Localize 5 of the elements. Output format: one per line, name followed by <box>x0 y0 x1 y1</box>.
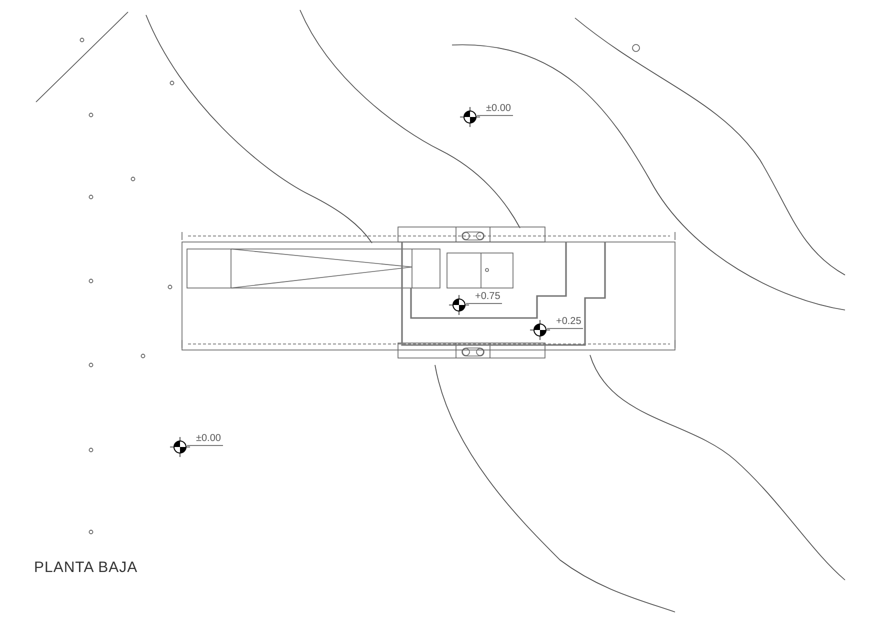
level-label: ±0.00 <box>477 103 513 116</box>
drawing-title: PLANTA BAJA <box>34 559 138 576</box>
level-label: +0.25 <box>547 316 584 329</box>
level-label: ±0.00 <box>187 433 223 446</box>
level-label: +0.75 <box>466 291 502 304</box>
